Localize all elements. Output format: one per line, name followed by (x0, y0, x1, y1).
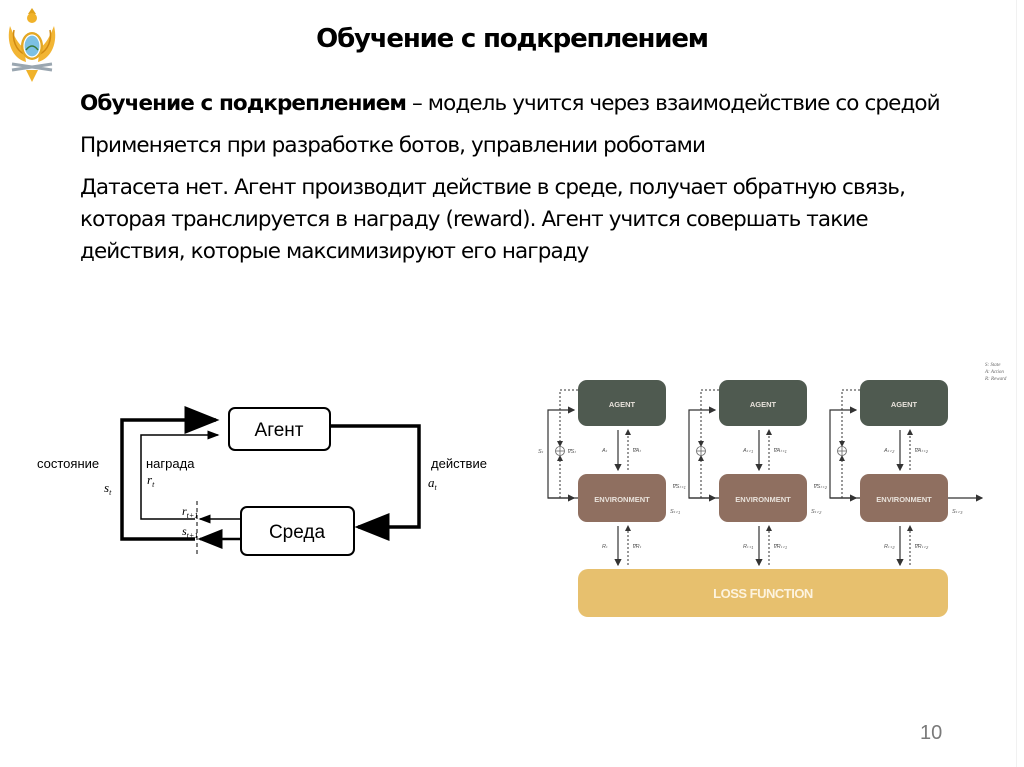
agent-label: Агент (255, 420, 304, 441)
page-number: 10 (920, 722, 943, 744)
legend-reward: R: Reward (984, 377, 1007, 382)
state-output-symbol: Sₜ₊₁ (670, 509, 680, 515)
agent-environment-loop-diagram: Агент Среда состояние st награда rt rt+1… (37, 406, 487, 557)
reward-gradient-symbol: ∇Rₜ₊₂ (914, 544, 929, 550)
legend-state: S: State (985, 363, 1001, 368)
definition-text: – модель учится через взаимодействие со … (406, 91, 941, 116)
action-gradient-symbol: ∇Aₜ (632, 448, 641, 454)
action-label: действие (431, 456, 487, 471)
state-label: состояние (37, 456, 99, 471)
agent-box (719, 380, 807, 426)
loss-function-label: LOSS FUNCTION (713, 586, 813, 601)
reward-symbol: rt (147, 472, 155, 489)
state-gradient-path (698, 389, 719, 447)
agent-box (228, 407, 331, 451)
next-state-gradient-symbol: ∇Sₜ₊₂ (813, 484, 828, 490)
environment-box (860, 474, 948, 522)
environment-label: ENVIRONMENT (735, 495, 791, 504)
next-reward-symbol: rt+1 (182, 504, 198, 520)
next-state-gradient-symbol: ∇Sₜ₊₁ (672, 484, 686, 490)
action-arrow (330, 424, 421, 541)
legend-action: A: Action (984, 370, 1004, 375)
environment-box (578, 474, 666, 522)
state-output-symbol: Sₜ₊₃ (952, 509, 963, 515)
environment-box (719, 474, 807, 522)
reward-arrow (140, 430, 220, 520)
slide-edge-divider (1016, 0, 1017, 767)
agent-box (578, 380, 666, 426)
reward-symbol: Rₜ (602, 544, 608, 550)
action-symbol: Aₜ₊₁ (742, 448, 753, 454)
state-gradient-path (557, 389, 578, 447)
application-paragraph: Применяется при разработке ботов, управл… (80, 133, 706, 158)
definition-paragraph: Обучение с подкреплением – модель учится… (80, 88, 941, 120)
env-gradient-path (557, 455, 576, 499)
state-gradient-path (839, 389, 860, 447)
slide-body: Обучение с подкреплением – модель учится… (80, 88, 941, 278)
agent-label: AGENT (891, 400, 918, 409)
state-input-symbol: Sₜ (538, 449, 544, 455)
action-symbol: at (428, 475, 438, 492)
agent-label: AGENT (750, 400, 777, 409)
reward-symbol: Rₜ₊₁ (743, 544, 753, 550)
environment-label: ENVIRONMENT (876, 495, 932, 504)
environment-label: Среда (269, 522, 326, 543)
env-gradient-path (839, 455, 858, 499)
state-output-symbol: Sₜ₊₂ (811, 509, 822, 515)
description-paragraph: Датасета нет. Агент производит действие … (80, 175, 906, 264)
reward-gradient-symbol: ∇Rₜ (632, 544, 642, 550)
environment-label: ENVIRONMENT (594, 495, 650, 504)
slide-title: Обучение с подкреплением (316, 24, 709, 54)
agent-label: AGENT (609, 400, 636, 409)
action-symbol: Aₜ₊₂ (883, 448, 895, 454)
definition-term: Обучение с подкреплением (80, 91, 407, 116)
action-symbol: Aₜ (601, 448, 608, 454)
state-gradient-symbol: ∇Sₜ (567, 449, 576, 455)
env-gradient-path (698, 455, 717, 499)
loss-function-box (578, 569, 948, 617)
coat-of-arms-eagle-icon (8, 8, 56, 82)
state-symbol: st (104, 480, 112, 497)
action-gradient-symbol: ∇Aₜ₊₂ (914, 448, 929, 454)
next-state-symbol: st+1 (182, 524, 198, 540)
reward-symbol: Rₜ₊₂ (884, 544, 895, 550)
agent-box (860, 380, 948, 426)
action-gradient-symbol: ∇Aₜ₊₁ (773, 448, 787, 454)
environment-box (240, 506, 355, 556)
state-arrow (120, 406, 220, 541)
reward-gradient-symbol: ∇Rₜ₊₁ (773, 544, 787, 550)
reward-label: награда (146, 456, 195, 471)
